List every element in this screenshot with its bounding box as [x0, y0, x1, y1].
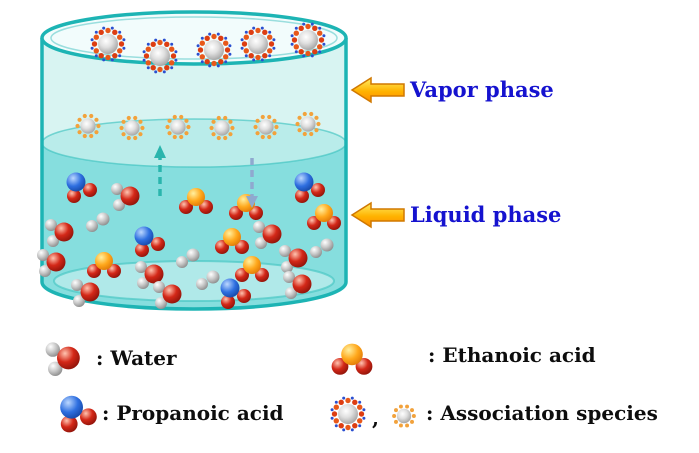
- association-cluster-vapor: [90, 26, 126, 62]
- condensation-arrow: [246, 158, 258, 208]
- liquid-phase-label: Liquid phase: [410, 202, 562, 227]
- legend-water-icon: [45, 342, 80, 376]
- vapor-phase-arrow-icon: [350, 76, 405, 104]
- association-cluster-vapor: [196, 32, 232, 68]
- legend-water-label: : Water: [96, 346, 177, 370]
- liquid-phase-arrow-icon: [350, 201, 405, 229]
- legend-ethanoic-icon: [331, 343, 373, 375]
- legend-propanoic-label: : Propanoic acid: [102, 401, 284, 425]
- legend-association-label: : Association species: [426, 401, 658, 425]
- cylinder-top-rim-inner: [50, 16, 338, 60]
- association-cluster-vapor: [142, 38, 178, 74]
- vapor-phase-label: Vapor phase: [410, 77, 554, 102]
- cylinder-outline: [40, 38, 348, 311]
- legend-ethanoic-label: : Ethanoic acid: [428, 343, 596, 367]
- evaporation-arrow: [154, 145, 166, 196]
- legend-association-big-icon: [330, 396, 366, 432]
- legend-propanoic-icon: [60, 395, 97, 433]
- legend-separator: ,: [372, 406, 379, 430]
- association-cluster-vapor: [290, 22, 326, 58]
- association-cluster-vapor: [240, 26, 276, 62]
- legend-association-small-icon: [392, 404, 416, 428]
